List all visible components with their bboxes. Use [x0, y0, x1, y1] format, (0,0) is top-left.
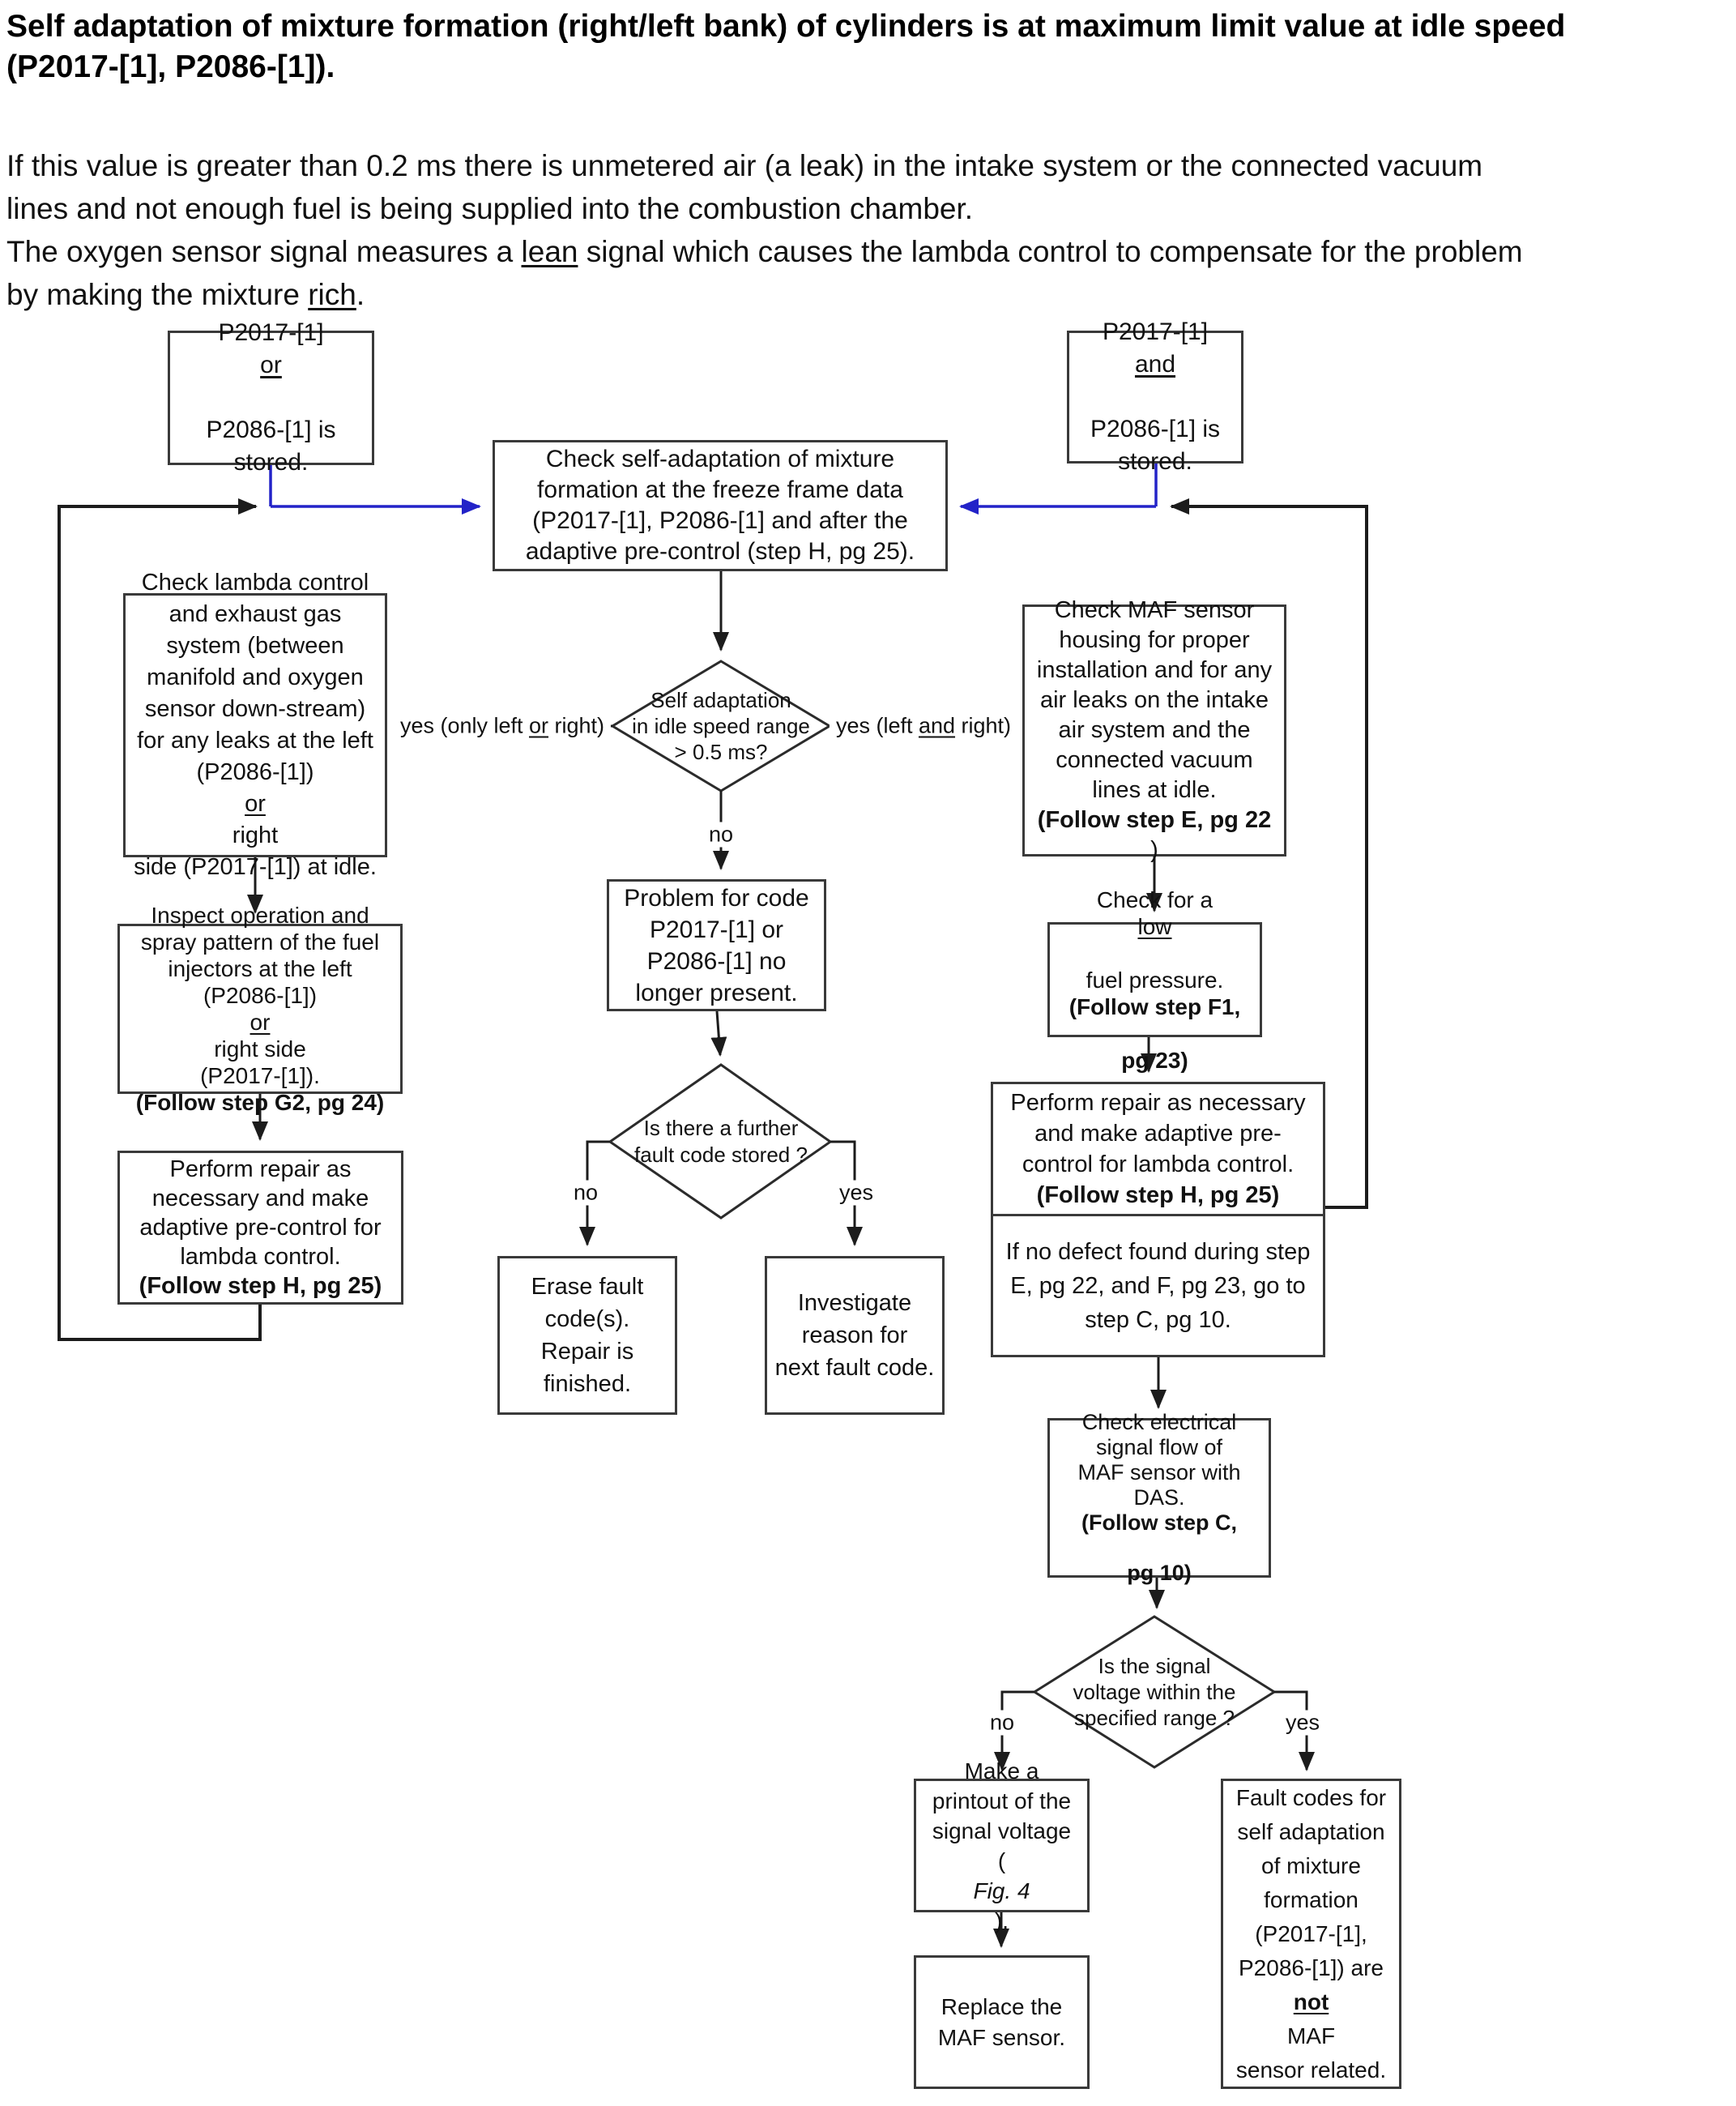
- label-yes-only-left-or-right: yes (only left or right): [393, 713, 612, 739]
- label-yes-further: yes: [832, 1180, 881, 1206]
- connector-left-feedback: [58, 498, 262, 1341]
- connector-to-decision2: [710, 1010, 727, 1057]
- connector-no-further: [579, 1140, 610, 1246]
- intro-paragraph: If this value is greater than 0.2 ms the…: [6, 149, 1523, 311]
- label-no-idle: no: [702, 822, 740, 848]
- connector-yes-further: [830, 1140, 863, 1246]
- connector-yes-voltage: [1274, 1690, 1315, 1771]
- page-title: Self adaptation of mixture formation (ri…: [6, 9, 1566, 84]
- connector-right-feedback: [1170, 498, 1368, 1209]
- label-no-further: no: [566, 1180, 605, 1206]
- label-yes-voltage: yes: [1278, 1710, 1327, 1736]
- label-yes-left-and-right: yes (left and right): [829, 713, 1018, 739]
- decision-voltage-shape: [1032, 1615, 1277, 1769]
- decision-further-fault-shape: [608, 1063, 833, 1220]
- connector-no-voltage: [994, 1690, 1034, 1771]
- label-no-voltage: no: [983, 1710, 1022, 1736]
